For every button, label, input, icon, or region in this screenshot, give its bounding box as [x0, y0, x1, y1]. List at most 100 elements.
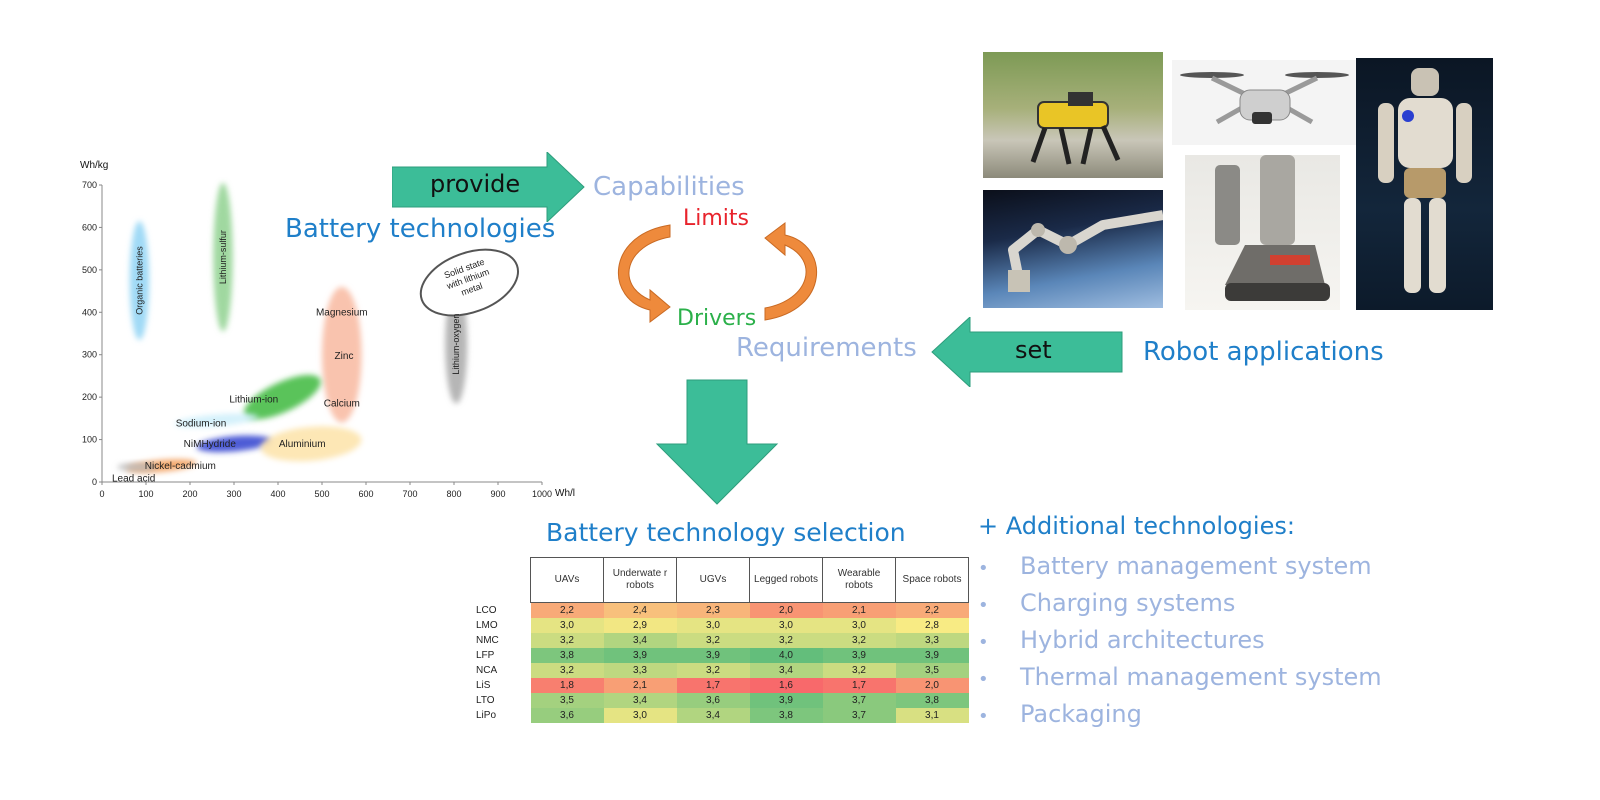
x-tick-label: 1000: [532, 489, 552, 499]
additional-technology-label: Charging systems: [1020, 589, 1236, 617]
bullet-icon: •: [978, 558, 989, 579]
y-tick-label: 100: [82, 435, 97, 445]
humanoid-robot-photo: [1356, 58, 1493, 310]
x-tick-label: 800: [446, 489, 461, 499]
wearable-exoskeleton-photo: [1185, 155, 1340, 310]
additional-technology-item: •Packaging: [978, 696, 1382, 733]
table-cell: 3,5: [895, 663, 969, 678]
table-cell: 3,9: [676, 648, 750, 663]
y-tick-label: 200: [82, 392, 97, 402]
table-cell: 2,4: [603, 602, 677, 618]
legged-robot-photo: [983, 52, 1163, 178]
region-label: Magnesium: [316, 307, 368, 318]
x-tick-label: 700: [402, 489, 417, 499]
table-cell: 1,8: [530, 678, 604, 693]
table-cell: 3,4: [603, 693, 677, 708]
cycle-arrows: [618, 222, 817, 323]
requirements-label: Requirements: [736, 333, 917, 363]
table-cell: 2,1: [603, 678, 677, 693]
table-column-header: Space robots: [895, 557, 969, 603]
table-column-header: UAVs: [530, 557, 604, 603]
y-tick-label: 300: [82, 350, 97, 360]
table-cell: 3,9: [603, 648, 677, 663]
table-cell: 4,0: [749, 648, 823, 663]
provide-label: provide: [430, 170, 521, 198]
region-organic-batteries: [129, 221, 150, 340]
table-cell: 2,0: [749, 602, 823, 618]
table-cell: 3,2: [676, 633, 750, 648]
table-cell: 3,2: [822, 663, 896, 678]
x-tick-label: 600: [358, 489, 373, 499]
bullet-icon: •: [978, 595, 989, 616]
bullet-icon: •: [978, 669, 989, 690]
x-tick-label: 500: [314, 489, 329, 499]
table-cell: 2,1: [822, 602, 896, 618]
x-tick-label: 900: [490, 489, 505, 499]
cycle-arrow-left: [618, 224, 671, 323]
table-cell: 2,2: [530, 602, 604, 618]
table-cell: 3,4: [676, 708, 750, 723]
provide-arrow: [392, 152, 585, 222]
region-solid-state-with-lithium-metal: [419, 248, 520, 317]
table-row-label: LMO: [472, 618, 531, 633]
table-cell: 2,9: [603, 618, 677, 633]
table-cell: 3,4: [603, 633, 677, 648]
table-cell: 3,2: [530, 663, 604, 678]
region-label: Zinc: [335, 351, 354, 362]
additional-technology-label: Hybrid architectures: [1020, 626, 1265, 654]
table-row-label: LFP: [472, 648, 531, 663]
table-cell: 3,6: [676, 693, 750, 708]
table-row-label: LiPo: [472, 708, 531, 723]
table-cell: 1,7: [676, 678, 750, 693]
table-cell: 2,0: [895, 678, 969, 693]
table-corner: [472, 557, 531, 603]
selection-title: Battery technology selection: [546, 518, 906, 547]
region-label: Organic batteries: [134, 246, 144, 315]
region-label: Lead acid: [112, 474, 155, 485]
battery-technologies-label: Battery technologies: [285, 214, 556, 244]
table-cell: 3,9: [749, 693, 823, 708]
region-sodium-ion: [174, 413, 259, 428]
table-cell: 1,6: [749, 678, 823, 693]
bullet-icon: •: [978, 632, 989, 653]
down-arrow: [655, 379, 779, 505]
additional-technology-item: • Charging systems: [978, 585, 1382, 622]
table-cell: 3,5: [530, 693, 604, 708]
table-cell: 3,2: [822, 633, 896, 648]
table-column-header: Underwate r robots: [603, 557, 677, 603]
drone-photo: [1172, 60, 1357, 145]
region-label: Calcium: [324, 399, 360, 410]
y-tick-label: 500: [82, 265, 97, 275]
table-cell: 3,0: [603, 708, 677, 723]
table-cell: 3,0: [749, 618, 823, 633]
cycle-arrow-right: [764, 222, 817, 321]
region-label: Aluminium: [279, 439, 326, 450]
table-cell: 2,2: [895, 602, 969, 618]
region-aluminium: [260, 426, 362, 462]
table-row-label: NMC: [472, 633, 531, 648]
additional-technologies-title: + Additional technologies:: [978, 512, 1295, 540]
y-tick-label: 700: [82, 180, 97, 190]
region-label: Lithium-oxygen: [451, 314, 461, 375]
set-label: set: [1015, 336, 1052, 364]
table-cell: 3,8: [530, 648, 604, 663]
additional-technology-item: •Battery management system: [978, 548, 1382, 585]
table-cell: 2,8: [895, 618, 969, 633]
additional-technology-item: •Thermal management system: [978, 659, 1382, 696]
table-row-label: LTO: [472, 693, 531, 708]
table-cell: 3,1: [895, 708, 969, 723]
region-label: Sodium-ion: [176, 418, 227, 429]
table-cell: 3,4: [749, 663, 823, 678]
table-cell: 3,2: [530, 633, 604, 648]
x-tick-label: 300: [226, 489, 241, 499]
region-lead-acid: [117, 462, 157, 472]
region-nimhydride: [196, 435, 272, 453]
table-column-header: Legged robots: [749, 557, 823, 603]
limits-label: Limits: [683, 206, 749, 231]
additional-technology-item: • Hybrid architectures: [978, 622, 1382, 659]
